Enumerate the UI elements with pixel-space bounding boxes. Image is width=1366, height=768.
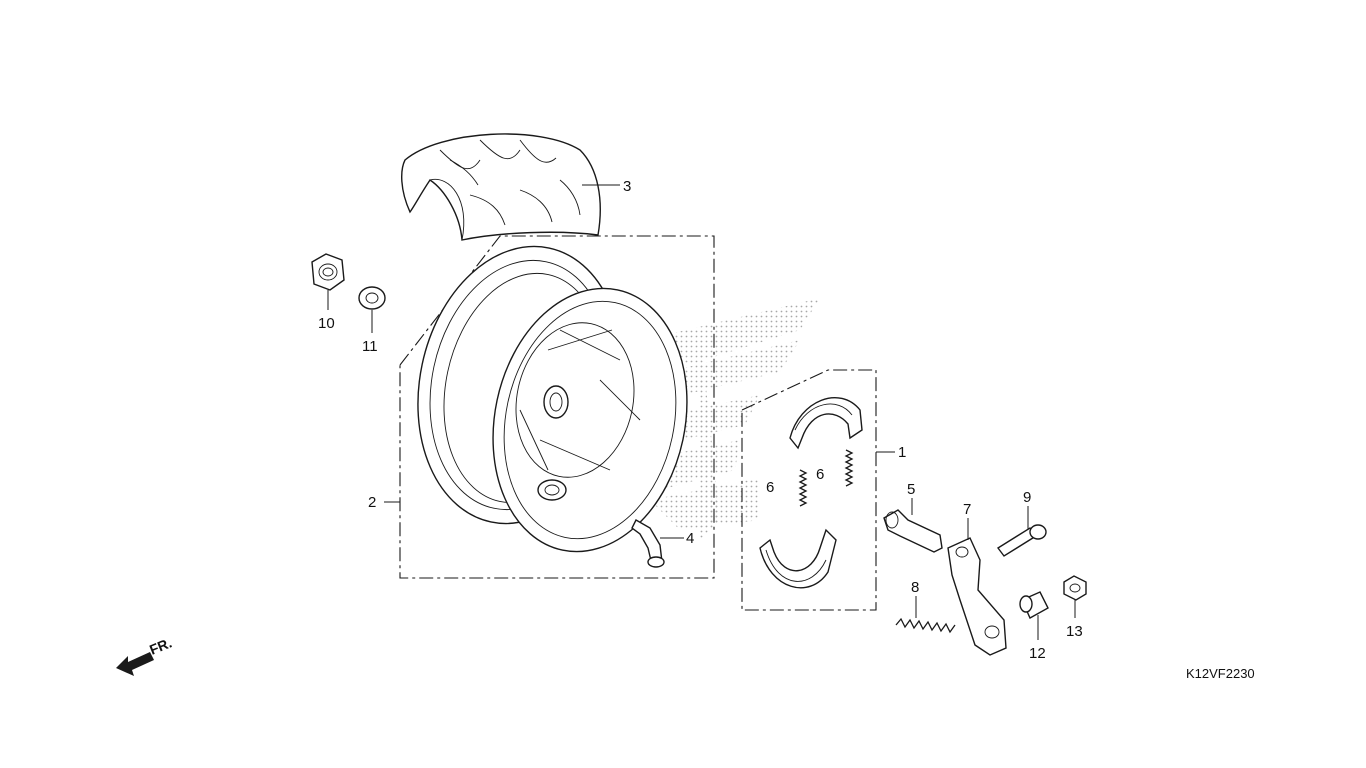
front-direction-indicator: FR. [116,634,174,676]
brake-shoe-lower [759,528,837,589]
callout-5: 5 [907,481,915,498]
callout-4: 4 [686,530,694,547]
callout-3: 3 [623,178,631,195]
callout-7: 7 [963,501,971,518]
tire [401,133,601,241]
tire-valve [631,519,665,568]
arm-bolt [996,524,1047,557]
brake-arm [947,537,1007,656]
callout-6-right: 6 [816,466,824,483]
callout-2: 2 [368,494,376,511]
callout-11: 11 [362,338,378,355]
brake-spring-left [798,469,808,507]
collar [1019,591,1049,619]
brake-spring-right [844,449,854,487]
washer [358,286,386,310]
callout-12: 12 [1029,645,1046,662]
arm-nut [1063,575,1087,601]
axle-nut [311,253,345,291]
callout-10: 10 [318,315,335,332]
brake-shoe-upper [789,397,863,450]
callout-6-left: 6 [766,479,774,496]
diagram-code: K12VF2230 [1186,666,1255,681]
front-label: FR. [147,634,174,657]
wheel-rim [417,245,688,553]
return-spring [895,617,956,634]
brake-shoe-assembly-boundary [741,369,877,611]
wheel-assembly-boundary [399,235,715,579]
callout-9: 9 [1023,489,1031,506]
callout-8: 8 [911,579,919,596]
callout-13: 13 [1066,623,1083,640]
arrow-left-icon [116,652,154,676]
brake-cam [883,509,943,553]
callout-1: 1 [898,444,906,461]
